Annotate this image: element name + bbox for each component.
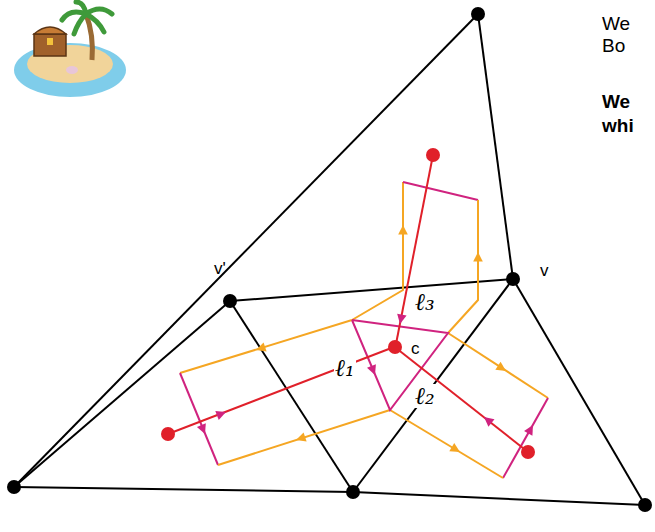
center-dot [388,340,402,354]
arrow-head [256,342,267,351]
arrow-head [484,417,494,427]
flow-line [352,182,403,320]
flow-line [396,348,528,452]
vertex-dot [638,498,652,512]
flow-line [218,410,390,465]
mesh-edge [478,14,513,279]
flow-line [168,347,394,434]
vertex-dot [471,7,485,21]
flow-line [448,200,478,333]
vertex-dot [346,485,360,499]
flow-line [352,320,448,410]
arrow-head [397,314,406,324]
vertex-dot [223,294,237,308]
mesh-edge [230,279,513,301]
flow-line [396,155,433,344]
mesh-edge [14,14,478,487]
center-dot [161,427,175,441]
flow-line [180,320,352,373]
arrow-head [296,432,307,441]
flow-line [448,333,548,398]
arrow-head [215,411,226,420]
side-text: whi [602,116,634,135]
line-label: ℓ₁ [334,356,356,380]
flow-line [403,182,478,200]
center-dot [521,445,535,459]
arrow-head [495,362,506,371]
flow-line [390,410,503,478]
arrow-head [398,225,408,235]
mesh-edge [14,301,230,487]
side-text: We [602,14,630,33]
mesh-edge [14,487,353,492]
mesh-edge [513,279,645,505]
arrow-head [449,443,460,452]
island-icon [14,2,126,97]
mesh-edge [353,279,513,492]
line-label: ℓ₂ [414,384,436,408]
flow-line [180,373,218,465]
side-text: Bo [602,36,625,55]
vertex-dot [506,272,520,286]
point-label: c [410,340,421,357]
arrow-head [197,423,206,434]
side-text: We [602,92,630,111]
arrow-head [524,425,533,436]
arrow-head [367,364,376,375]
vertex-dot [7,480,21,494]
vertex-label: v [540,262,549,279]
arrow-head [473,252,483,262]
center-dot [426,148,440,162]
vertex-label: v' [214,260,226,277]
mesh-edge [353,492,645,505]
mesh-edge [230,301,353,492]
line-label: ℓ₃ [414,290,436,314]
